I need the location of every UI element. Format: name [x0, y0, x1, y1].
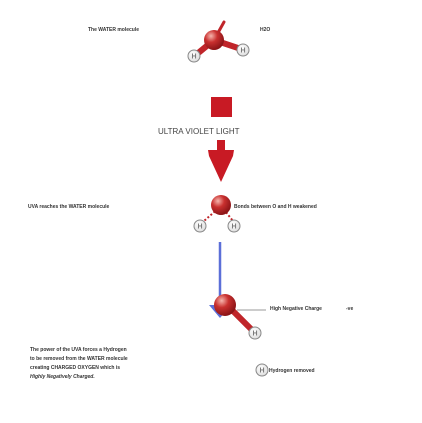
- uv-arrow: [208, 150, 234, 182]
- charged-oxygen-molecule: H: [214, 294, 266, 340]
- oxygen-atom-top: [204, 30, 224, 50]
- negative-sign-label: -ve: [346, 306, 354, 312]
- explanation-line-3: creating CHARGED OXYGEN which is: [30, 365, 121, 371]
- h-letter: H: [259, 368, 264, 375]
- water-molecule-middle: H H: [193, 195, 241, 233]
- explanation-line-4: Highly Negatively Charged.: [30, 374, 95, 380]
- oxygen-atom-charged: [214, 294, 236, 316]
- h-letter: H: [231, 224, 236, 231]
- hydrogen-atom-middle-right: [227, 219, 241, 233]
- water-molecule-top: H H: [187, 20, 250, 63]
- hydrogen-atom-middle-left: [193, 219, 207, 233]
- uv-arrow-shaft: [217, 140, 225, 152]
- uva-reaches-label: UVA reaches the WATER molecule: [28, 204, 110, 210]
- h-letter: H: [252, 331, 257, 338]
- bonds-weakened-label: Bonds between O and H weakened: [234, 204, 317, 210]
- uv-light-source: [211, 97, 232, 117]
- weak-bond-right: [220, 205, 234, 222]
- hydrogen-atom-top-right: [236, 43, 250, 57]
- hydrogen-removed-label: Hydrogen removed: [269, 368, 315, 374]
- hydrogen-atom-remaining: [248, 326, 262, 340]
- h-letter: H: [197, 224, 202, 231]
- formula-label: H2O: [260, 27, 271, 33]
- h-letter: H: [240, 48, 245, 55]
- water-molecule-label: The WATER molecule: [88, 27, 140, 33]
- explanation-line-2: to be removed from the WATER molecule: [30, 356, 128, 362]
- hydrogen-atom-top-left: [187, 49, 201, 63]
- oxygen-atom-middle: [211, 195, 231, 215]
- explanation-line-1: The power of the UVA forces a Hydrogen: [30, 347, 127, 353]
- uv-light-label: ULTRA VIOLET LIGHT: [158, 127, 240, 136]
- hydrogen-atom-removed: [255, 363, 269, 377]
- h-letter: H: [191, 54, 196, 61]
- high-negative-charge-label: High Negative Charge: [270, 306, 322, 312]
- explanation-text: The power of the UVA forces a Hydrogen t…: [30, 346, 128, 382]
